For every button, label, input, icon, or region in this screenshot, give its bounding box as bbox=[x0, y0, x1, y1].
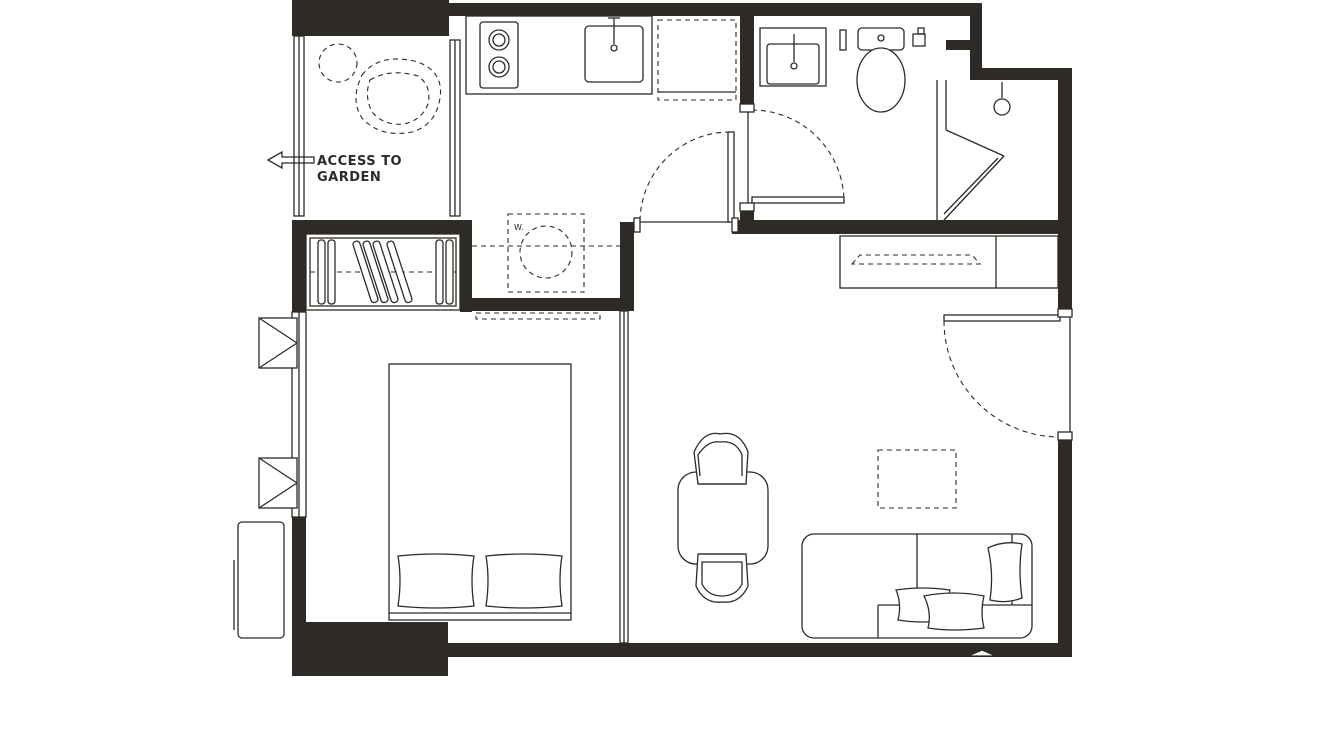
wardrobe bbox=[305, 233, 461, 311]
arrow-left-icon bbox=[266, 150, 315, 170]
bedroom-shelf bbox=[475, 312, 601, 320]
wall-left-wardrobe bbox=[292, 220, 306, 312]
balcony-chair bbox=[355, 58, 442, 134]
wall-kitchen-right bbox=[740, 16, 754, 106]
cushion-1 bbox=[987, 542, 1023, 603]
window-awning-1 bbox=[258, 317, 298, 369]
dining-chair-top bbox=[693, 432, 749, 485]
walls bbox=[292, 0, 1072, 676]
wall-left-lower bbox=[292, 515, 306, 623]
kitchen-door-swing bbox=[639, 131, 731, 223]
window-awning-2 bbox=[258, 457, 298, 509]
wardrobe-hangers bbox=[317, 239, 454, 305]
shower-screen-line bbox=[945, 129, 1005, 157]
bathroom-door bbox=[751, 196, 845, 204]
wall-wardrobe-top bbox=[292, 220, 472, 234]
balcony-table bbox=[318, 43, 358, 83]
kitchen-door bbox=[727, 131, 735, 223]
cushion-3 bbox=[923, 592, 985, 631]
wall-laundry-bottom bbox=[460, 298, 634, 311]
dining-table bbox=[677, 471, 769, 565]
wall-wardrobe-right bbox=[460, 220, 472, 312]
washer-label: W. bbox=[514, 223, 524, 232]
dining-chair-bottom bbox=[695, 553, 749, 603]
balcony: ACCESS TO GARDEN bbox=[266, 35, 461, 217]
access-garden-label-line2: GARDEN bbox=[317, 170, 381, 185]
entrance-door bbox=[943, 314, 1061, 322]
cooktop-burner-1 bbox=[488, 29, 510, 51]
cooktop-burner-2 bbox=[488, 56, 510, 78]
ac-unit bbox=[237, 521, 285, 639]
tv-console bbox=[839, 235, 1059, 289]
wall-bottom bbox=[446, 643, 1072, 657]
wall-bottom-left-block bbox=[292, 622, 448, 676]
wall-right-lower bbox=[1058, 437, 1072, 657]
access-garden-label-line1: ACCESS TO bbox=[317, 154, 402, 169]
wall-top-left-block bbox=[292, 0, 449, 36]
washer-drum bbox=[519, 225, 573, 279]
bathroom-sink bbox=[766, 43, 820, 85]
fridge-space bbox=[657, 19, 737, 101]
wall-bath-bottom bbox=[732, 220, 1072, 234]
wall-top bbox=[449, 3, 980, 16]
wall-step-right bbox=[946, 40, 982, 50]
laundry: W. bbox=[472, 213, 620, 293]
entry-marker bbox=[967, 649, 997, 657]
shower-head bbox=[993, 98, 1011, 116]
pillow-left bbox=[397, 553, 475, 609]
toilet-tank bbox=[857, 27, 905, 51]
cooktop bbox=[479, 21, 519, 89]
wall-top-right-pillar bbox=[970, 3, 982, 69]
wall-right-upper bbox=[1058, 68, 1072, 311]
pillow-right bbox=[485, 553, 563, 609]
toilet-bowl bbox=[856, 47, 906, 113]
kitchen bbox=[465, 15, 739, 233]
bedroom bbox=[233, 310, 629, 644]
bathroom bbox=[739, 27, 1011, 221]
wall-step-horizontal bbox=[970, 68, 1072, 80]
bathroom-door-swing bbox=[751, 109, 845, 203]
wall-laundry-right bbox=[620, 222, 634, 311]
coffee-table bbox=[877, 449, 957, 509]
entrance-door-swing bbox=[943, 320, 1061, 438]
living-area bbox=[677, 235, 1073, 657]
washer bbox=[507, 213, 585, 293]
